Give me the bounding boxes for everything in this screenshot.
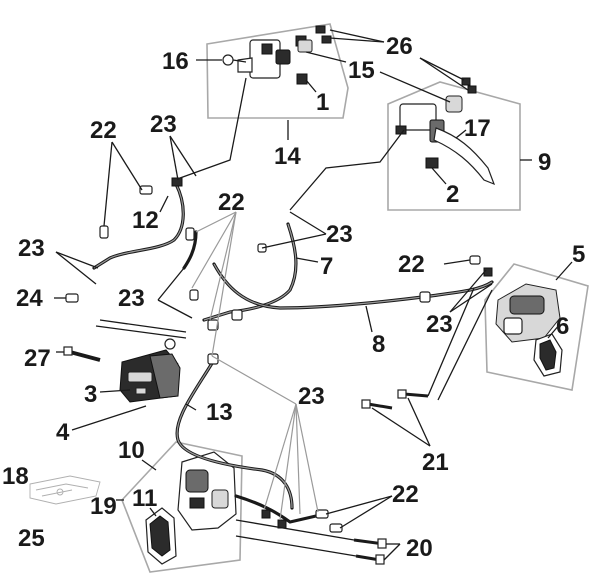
caliper-left-3 bbox=[119, 338, 181, 403]
master-cylinder-group-frame-left bbox=[206, 23, 349, 119]
callout-26: 26 bbox=[386, 33, 413, 60]
reservoir-cap-16 bbox=[222, 54, 247, 66]
callout-4: 4 bbox=[56, 419, 70, 446]
callout-7: 7 bbox=[320, 253, 333, 280]
master-cylinder-group-frame-right bbox=[387, 81, 521, 211]
callout-21: 21 bbox=[422, 449, 449, 476]
pads-right-6 bbox=[533, 333, 563, 377]
callout-19: 19 bbox=[90, 493, 117, 520]
callout-5: 5 bbox=[572, 241, 585, 268]
callout-2: 2 bbox=[446, 181, 459, 208]
callout-22-center: 22 bbox=[218, 189, 245, 216]
callout-15: 15 bbox=[348, 57, 375, 84]
bolts-21 bbox=[361, 389, 429, 410]
caliper-group-frame-right bbox=[484, 263, 589, 391]
callout-23-bottom: 23 bbox=[298, 383, 325, 410]
callout-8: 8 bbox=[372, 331, 385, 358]
pads-bottom-11 bbox=[145, 507, 177, 565]
callout-25: 25 bbox=[18, 525, 45, 552]
callout-17: 17 bbox=[464, 115, 491, 142]
callout-22-top: 22 bbox=[90, 117, 117, 144]
bolt-27 bbox=[63, 346, 101, 362]
callout-13: 13 bbox=[206, 399, 233, 426]
callout-9: 9 bbox=[538, 149, 551, 176]
callout-23-top: 23 bbox=[150, 111, 177, 138]
callout-23-left: 23 bbox=[18, 235, 45, 262]
brake-hose-upper-left bbox=[182, 230, 198, 270]
brake-hose-12 bbox=[92, 182, 185, 270]
callout-22-right: 22 bbox=[398, 251, 425, 278]
caliper-right-5 bbox=[495, 283, 561, 343]
brake-hose-8 bbox=[212, 262, 494, 310]
leader-lines bbox=[54, 29, 573, 561]
callout-3: 3 bbox=[84, 381, 97, 408]
caliper-bottom-10 bbox=[177, 451, 237, 531]
callout-27: 27 bbox=[24, 345, 51, 372]
master-cylinder-right bbox=[395, 95, 496, 186]
master-cylinder-left bbox=[237, 35, 313, 85]
caliper-group-frame-left bbox=[121, 441, 243, 573]
pads-18-19-25 bbox=[29, 475, 101, 505]
brake-hose-lower-right bbox=[234, 494, 318, 524]
callout-23-right: 23 bbox=[426, 311, 453, 338]
callout-20: 20 bbox=[406, 535, 433, 562]
callout-16: 16 bbox=[162, 48, 189, 75]
callout-23-center: 23 bbox=[118, 285, 145, 312]
callout-labels: 16 1 15 26 14 17 9 2 22 23 12 22 23 23 7… bbox=[2, 33, 585, 562]
fittings bbox=[99, 177, 493, 533]
callout-24: 24 bbox=[16, 285, 43, 312]
brake-hose-13 bbox=[175, 358, 294, 510]
callout-22-bottom: 22 bbox=[392, 481, 419, 508]
bolts-20 bbox=[353, 538, 387, 565]
callout-10: 10 bbox=[118, 437, 145, 464]
callout-6: 6 bbox=[556, 313, 569, 340]
callout-12: 12 bbox=[132, 207, 159, 234]
callout-23-mid: 23 bbox=[326, 221, 353, 248]
callout-11: 11 bbox=[132, 485, 157, 512]
brake-hose-7 bbox=[202, 222, 298, 322]
callout-18: 18 bbox=[2, 463, 29, 490]
callout-14: 14 bbox=[274, 143, 301, 170]
callout-1: 1 bbox=[316, 89, 329, 116]
bolt-24 bbox=[65, 293, 79, 303]
